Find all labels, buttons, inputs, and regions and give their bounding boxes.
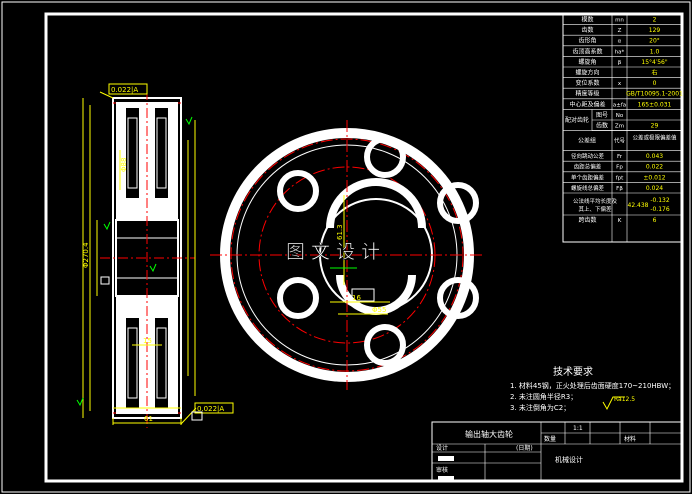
param-name: 齿形角 — [578, 37, 596, 45]
outer-dim-text: Φ270.4 — [82, 242, 90, 268]
tol-symbol: Fr — [617, 154, 623, 160]
scale-value: 1:1 — [573, 425, 583, 432]
param-value: 165±0.031 — [638, 101, 672, 108]
param-value: 129 — [649, 27, 661, 34]
param-name: 精度等级 — [575, 90, 599, 98]
tol-value: ±0.012 — [643, 174, 665, 181]
span-label: 跨齿数 — [578, 216, 596, 224]
mating-name: 图号 — [596, 112, 608, 119]
param-name: 模数 — [581, 16, 593, 24]
tech-item-2: 2. 未注圆角半径R3； — [510, 392, 577, 401]
mating-name: 齿数 — [596, 122, 608, 130]
param-value: 2 — [653, 17, 657, 24]
thickness-label: 公法线平均长度及 — [573, 197, 618, 205]
param-name: 齿数 — [581, 26, 593, 34]
param-symbol: x — [618, 81, 622, 87]
quantity-label: 数量 — [544, 435, 556, 443]
keyway-dim-text: 61.3 — [336, 224, 344, 240]
param-name: 中心距及偏差 — [569, 100, 605, 108]
param-symbol: Z — [618, 28, 622, 34]
thickness-lower: -0.176 — [650, 206, 670, 213]
param-symbol: β — [618, 60, 622, 66]
param-name: 齿顶高系数 — [572, 47, 602, 55]
span-value: 6 — [653, 217, 657, 224]
tolerance-top-text: 0.022|A — [111, 86, 138, 94]
mating-symbol: Zm — [615, 124, 624, 130]
span-symbol: K — [618, 218, 622, 224]
mating-label: 配对齿轮 — [565, 116, 589, 124]
param-name: 变位系数 — [575, 79, 599, 87]
drawing-frame — [44, 12, 684, 483]
section-view: 0.022|A 0.022|A 61 15 Φ88 Φ270.4 — [76, 83, 234, 428]
param-name: 螺旋方向 — [575, 69, 599, 77]
check-label: 审核 — [436, 466, 448, 474]
tech-requirements: 技术要求 1. 材料45钢，正火处理后齿面硬度170~210HBW； 2. 未注… — [510, 365, 675, 412]
roughness-text: Ra12.5 — [614, 396, 635, 403]
param-value: 15°4′56" — [641, 59, 667, 66]
tol-group-label: 公差组 — [578, 137, 596, 145]
tol-name: 螺旋线总偏差 — [571, 184, 605, 192]
bore-dim-text: Φ55 — [372, 306, 386, 314]
mating-symbol: No — [616, 113, 624, 119]
front-view: Φ55 61.3 16 — [210, 120, 485, 390]
tol-value: 0.024 — [646, 185, 663, 192]
tol-symbol: fpt — [616, 175, 624, 181]
material-label: 材料 — [624, 435, 636, 443]
param-symbol: mn — [615, 18, 624, 24]
width-dim-text: 61 — [144, 415, 153, 423]
param-value: 右 — [651, 69, 657, 77]
thickness-nominal: 42.438 — [628, 202, 649, 209]
param-value: 0 — [653, 80, 657, 87]
param-symbol: a±fa — [613, 102, 626, 108]
tol-name: 齿距总偏差 — [574, 163, 602, 171]
thickness-label-2: 其上、下偏差 — [578, 205, 612, 213]
watermark-text: 图 文 设 计 — [286, 241, 380, 263]
tol-group-value: 公差或极限偏差值 — [632, 134, 677, 142]
tech-item-1: 1. 材料45钢，正火处理后齿面硬度170~210HBW； — [510, 381, 675, 390]
thickness-upper: -0.132 — [650, 197, 670, 204]
param-symbol: ha* — [615, 49, 625, 55]
param-name: 螺旋角 — [578, 58, 596, 66]
course-name: 机械设计 — [555, 455, 583, 464]
param-value: 20° — [649, 38, 660, 45]
web-dim-text: 15 — [143, 337, 152, 345]
part-name: 输出轴大齿轮 — [465, 429, 513, 439]
design-label: 设计 — [436, 444, 448, 452]
tol-value: 0.022 — [646, 164, 663, 171]
tech-item-3: 3. 未注倒角为C2； — [510, 403, 570, 412]
param-value: 1.0 — [650, 48, 660, 55]
tolerance-frame-bottom — [194, 402, 234, 414]
tol-value: 0.043 — [646, 153, 663, 160]
param-symbol: α — [618, 39, 622, 45]
title-block: 输出轴大齿轮 1:1 数量 材料 设计 (日期) 审核 机械设计 — [431, 421, 683, 482]
param-value: GB/T10095.1-2001 — [626, 91, 683, 98]
hub-dim-text: Φ88 — [120, 158, 128, 172]
mating-value: 29 — [651, 123, 659, 130]
tolerance-bottom-text: 0.022|A — [197, 405, 224, 413]
tol-group-symbol: 代号 — [614, 137, 626, 145]
param-table: 模数 mn 2 齿数 Z 129 齿形角 α 20° 齿顶高系数 ha* 1.0 螺旋角 β 15°4′56… — [562, 13, 683, 243]
tolerance-frame-top — [108, 83, 148, 95]
date-label: (日期) — [516, 444, 533, 452]
tol-name: 径向跳动公差 — [571, 152, 605, 160]
tech-title: 技术要求 — [553, 365, 593, 378]
keywidth-dim-text: 16 — [352, 294, 361, 302]
tol-symbol: Fp — [616, 165, 623, 171]
tol-symbol: Fβ — [616, 186, 623, 192]
tol-name: 单个齿距偏差 — [571, 173, 605, 181]
